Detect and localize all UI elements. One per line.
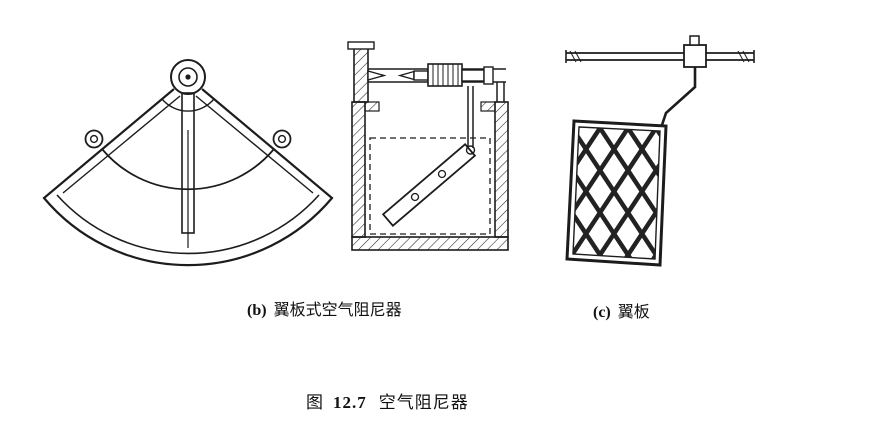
suspension-rod xyxy=(565,50,755,63)
lattice-plate xyxy=(565,119,668,267)
vane-swing-region xyxy=(369,137,491,235)
pivot-hub xyxy=(170,59,206,95)
figure-caption-prefix: 图 xyxy=(306,393,324,412)
figure-caption-text: 空气阻尼器 xyxy=(378,393,469,412)
figure-b-label-text: 翼板式空气阻尼器 xyxy=(273,302,402,319)
figure-b-label-prefix: (b) xyxy=(247,302,267,319)
diamond-lattice xyxy=(573,127,660,259)
pointer-vane xyxy=(181,92,195,248)
figure-c-label-prefix: (c) xyxy=(593,304,611,321)
figure-b-label: (b) 翼板式空气阻尼器 xyxy=(247,296,402,320)
mounting-ear-right xyxy=(272,129,292,149)
adjusting-screw xyxy=(367,63,494,87)
figure-caption-number: 12.7 xyxy=(333,393,367,412)
hanger-wire xyxy=(660,67,697,126)
figure-c-label: (c) 翼板 xyxy=(593,298,650,322)
figure-c-label-text: 翼板 xyxy=(617,304,650,321)
wing-plate-drawing xyxy=(558,33,768,273)
figure-caption: 图 12.7 空气阻尼器 xyxy=(306,388,469,413)
wing-plate-vane xyxy=(381,143,477,227)
rod-clamp-block xyxy=(683,35,707,68)
wing-plate-damper-section-drawing xyxy=(340,40,520,260)
mounting-ear-left xyxy=(84,129,104,149)
vane-hanger-rod xyxy=(467,86,474,148)
sector-damper-drawing xyxy=(25,35,345,275)
